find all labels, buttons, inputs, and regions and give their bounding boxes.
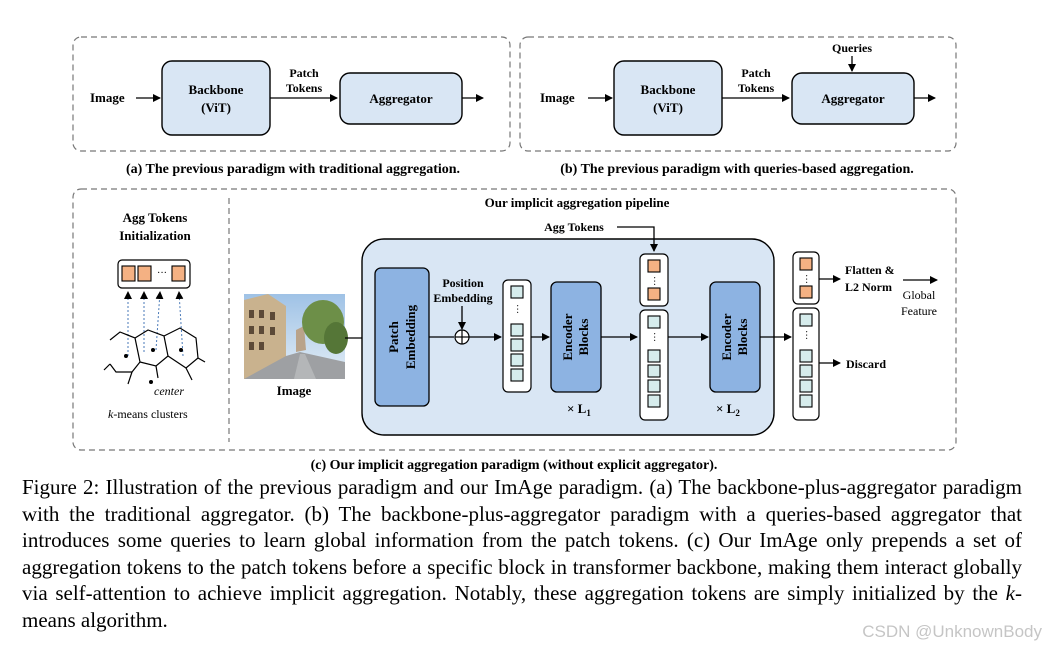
pipeline-title: Our implicit aggregation pipeline [485,195,670,210]
patch-embedding-block [374,267,430,407]
init-title-2: Initialization [119,228,191,243]
svg-text:···: ··· [648,276,659,286]
panel-b-caption: (b) The previous paradigm with queries-b… [560,162,914,177]
discard-label: Discard [846,357,886,371]
ellipsis: ··· [157,268,167,279]
patch-tokens-label-a-2: Tokens [286,81,323,95]
figure-caption: Figure 2: Illustration of the previous p… [22,474,1022,633]
svg-text:···: ··· [800,274,811,284]
encoder-blocks-1-label: Encoder [560,313,575,360]
backbone-box-a [161,60,271,136]
panel-b-frame [519,36,957,152]
aggregator-label-b: Aggregator [821,91,885,106]
panel-c-frame [72,188,957,451]
patch-embedding-label: Patch [386,320,401,353]
backbone-sub-label-b: (ViT) [653,100,683,115]
agg-token [171,265,186,282]
encoder-blocks-2-label-2: Blocks [735,319,750,356]
figure-caption-k: k [1005,581,1015,605]
kmeans-label: k-means clusters [108,407,188,421]
backbone-label-b: Backbone [641,82,696,97]
cluster-to-token-arrows [124,291,184,357]
cluster-center [124,354,128,358]
cluster-center [149,380,153,384]
patch-tokens-label-a: Patch [289,66,319,80]
patch-token-column-1: ··· [502,279,532,393]
global-feature-label: Global [903,288,936,302]
agg-tokens-label: Agg Tokens [544,220,604,234]
center-label: center [154,384,184,398]
panel-a: Image Backbone (ViT) Patch Tokens Aggreg… [72,36,511,177]
flatten-label: Flatten & [845,263,895,277]
encoder-blocks-1-label-2: Blocks [576,319,591,356]
panel-a-frame [72,36,511,152]
panel-c-caption: (c) Our implicit aggregation paradigm (w… [311,458,718,473]
kmeans-clusters [103,327,206,385]
arrow [617,226,658,252]
backbone-label-a: Backbone [189,82,244,97]
global-feature-label-2: Feature [901,304,937,318]
agg-token [121,265,136,282]
layer-count-1: × L1 [567,401,591,418]
backbone-sub-label-a: (ViT) [201,100,231,115]
svg-text:···: ··· [511,304,522,314]
backbone-box-b [613,60,723,136]
patch-embedding-label-2: Embedding [403,304,418,369]
patch-tokens-label-b-2: Tokens [738,81,775,95]
watermark: CSDN @UnknownBody [862,622,1042,641]
patch-token-column-2: ··· [639,309,669,421]
svg-text:···: ··· [800,330,811,340]
panel-a-input-label: Image [90,90,125,105]
encoder-blocks-2-label: Encoder [719,313,734,360]
layer-count-2: × L2 [716,401,740,418]
image-label: Image [277,383,312,398]
cluster-center [151,348,155,352]
output-patch-token-column: ··· [792,307,820,421]
position-embedding-label-2: Embedding [433,291,492,305]
figure-caption-end: -means algorithm. [22,581,1022,632]
agg-token [137,265,152,282]
init-title: Agg Tokens [123,210,188,225]
panel-c: Agg Tokens Initialization ··· cent [72,188,957,473]
position-embedding-label: Position [442,276,484,290]
aggregator-label-a: Aggregator [369,91,433,106]
output-agg-token-column: ··· [792,251,820,305]
flatten-label-2: L2 Norm [845,280,892,294]
street-image [244,294,348,379]
panel-b-input-label: Image [540,90,575,105]
figure-diagram: Image Backbone (ViT) Patch Tokens Aggreg… [72,36,957,473]
cluster-center [179,348,183,352]
panel-b: Image Backbone (ViT) Patch Tokens Querie… [519,36,957,177]
svg-text:···: ··· [648,332,659,342]
queries-label: Queries [832,41,872,55]
patch-tokens-label-b: Patch [741,66,771,80]
panel-a-caption: (a) The previous paradigm with tradition… [126,162,460,177]
figure-caption-text: Figure 2: Illustration of the previous p… [22,475,1022,605]
agg-token-column: ··· [639,253,669,307]
